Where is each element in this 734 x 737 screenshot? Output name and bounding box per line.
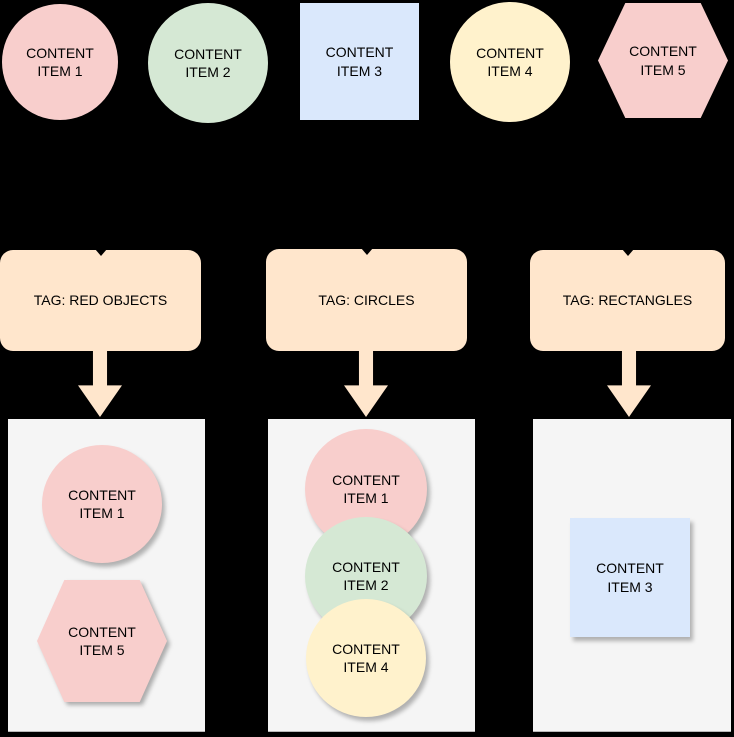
source-item-1-label: CONTENT ITEM 1 xyxy=(26,44,94,79)
grouped-item-1-label: CONTENT ITEM 1 xyxy=(332,471,400,506)
connector-arrowhead-icon xyxy=(94,249,107,256)
tag-circles: TAG: CIRCLES xyxy=(266,248,467,351)
grouped-item-5-hexagon: CONTENT ITEM 5 xyxy=(37,580,167,702)
connector-arrowhead-icon xyxy=(360,248,373,255)
down-arrow-rectangles xyxy=(607,351,651,417)
tag-circles-label: TAG: CIRCLES xyxy=(318,291,415,308)
down-arrow-red-objects xyxy=(78,351,122,417)
source-item-4-label: CONTENT ITEM 4 xyxy=(476,44,544,79)
tag-red-objects-label: TAG: RED OBJECTS xyxy=(33,292,168,309)
source-item-2-circle: CONTENT ITEM 2 xyxy=(148,3,268,123)
grouped-item-1-label: CONTENT ITEM 1 xyxy=(68,486,136,521)
hexagon-shape: CONTENT ITEM 5 xyxy=(37,580,167,702)
grouped-item-4-circle: CONTENT ITEM 4 xyxy=(306,599,426,717)
source-item-5-label: CONTENT ITEM 5 xyxy=(629,43,697,78)
tag-rectangles-label: TAG: RECTANGLES xyxy=(562,292,693,309)
source-item-4-circle: CONTENT ITEM 4 xyxy=(450,2,570,122)
grouped-item-3-square: CONTENT ITEM 3 xyxy=(570,518,690,637)
hexagon-shape: CONTENT ITEM 5 xyxy=(598,3,728,118)
grouped-item-2-label: CONTENT ITEM 2 xyxy=(332,558,400,593)
down-arrow-circles xyxy=(344,351,388,417)
source-item-3-label: CONTENT ITEM 3 xyxy=(325,44,394,79)
source-item-3-square: CONTENT ITEM 3 xyxy=(300,3,419,120)
source-item-2-label: CONTENT ITEM 2 xyxy=(174,45,242,80)
grouped-item-1-circle: CONTENT ITEM 1 xyxy=(42,445,162,563)
source-item-5-hexagon: CONTENT ITEM 5 xyxy=(598,3,728,118)
tag-red-objects: TAG: RED OBJECTS xyxy=(0,249,201,351)
connector-arrowhead-icon xyxy=(621,249,634,256)
grouped-item-4-label: CONTENT ITEM 4 xyxy=(332,640,400,675)
grouped-item-3-label: CONTENT ITEM 3 xyxy=(596,560,664,595)
source-item-1-circle: CONTENT ITEM 1 xyxy=(2,4,118,120)
grouped-item-5-label: CONTENT ITEM 5 xyxy=(68,623,136,658)
tag-rectangles: TAG: RECTANGLES xyxy=(530,249,725,351)
